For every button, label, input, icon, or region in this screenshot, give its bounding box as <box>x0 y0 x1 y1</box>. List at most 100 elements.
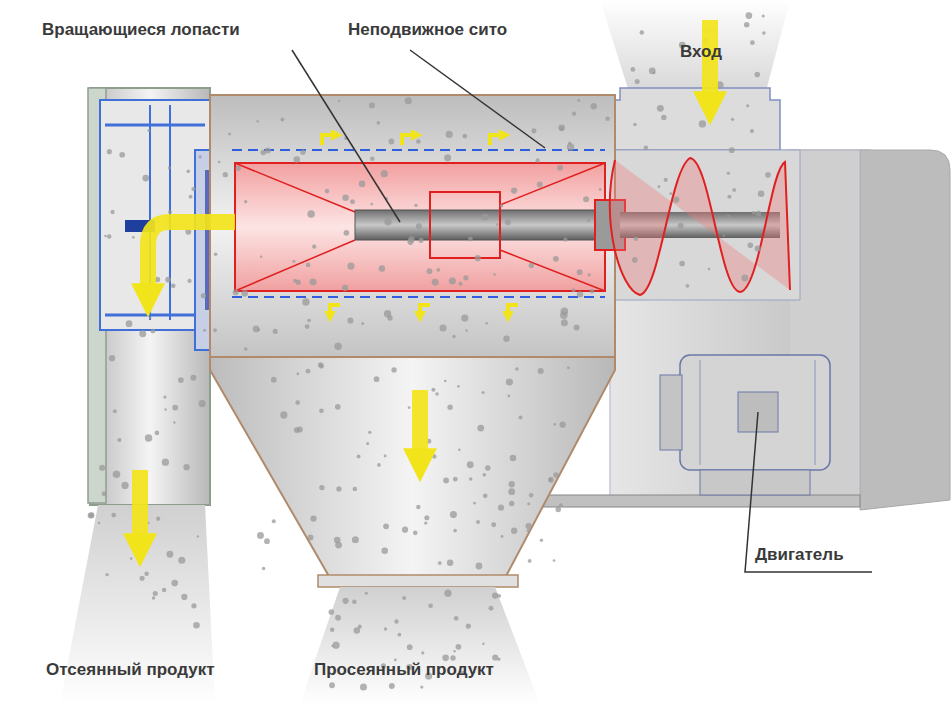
particle <box>590 289 595 294</box>
particle <box>264 538 270 544</box>
particle <box>450 511 457 518</box>
particle <box>98 522 101 525</box>
particle <box>381 547 388 554</box>
particle <box>453 529 457 533</box>
particle <box>104 235 107 238</box>
particle <box>352 599 357 604</box>
particle <box>745 12 752 19</box>
particle <box>383 523 389 529</box>
particle <box>699 120 706 127</box>
particle <box>168 166 171 169</box>
particle <box>505 219 511 225</box>
particle <box>599 188 602 191</box>
particle <box>497 594 501 598</box>
particle <box>428 604 433 609</box>
particle <box>444 380 447 383</box>
particle <box>414 204 417 207</box>
particle <box>168 210 172 214</box>
particle <box>424 521 427 524</box>
particle <box>527 529 530 532</box>
particle <box>88 512 94 518</box>
particle <box>432 454 436 458</box>
particle <box>107 234 112 239</box>
particle <box>509 481 515 487</box>
particle <box>509 501 514 506</box>
hopper-flange <box>318 575 518 587</box>
particle <box>292 260 295 263</box>
particle <box>203 329 206 332</box>
particle <box>634 236 639 241</box>
particle <box>374 376 380 382</box>
particle <box>461 314 468 321</box>
particle <box>389 683 395 689</box>
particle <box>741 275 748 282</box>
particle <box>633 123 636 126</box>
particle <box>762 31 766 35</box>
particle <box>233 289 239 295</box>
particle <box>144 572 148 576</box>
particle <box>591 103 597 109</box>
particle <box>729 147 735 153</box>
particle <box>166 551 173 558</box>
particle <box>508 488 515 495</box>
particle <box>332 642 339 649</box>
particle <box>453 477 458 482</box>
particle <box>447 405 452 410</box>
particle <box>572 288 576 292</box>
particle <box>352 536 359 543</box>
particle <box>750 129 754 133</box>
particle <box>244 347 248 351</box>
particle <box>293 279 297 283</box>
particle <box>503 336 509 342</box>
part-label: Отсеянный продукт <box>46 660 214 680</box>
particle <box>307 210 315 218</box>
particle <box>482 643 484 645</box>
particle <box>310 515 316 521</box>
particle <box>308 535 314 541</box>
particle <box>649 67 656 74</box>
particle <box>405 97 412 104</box>
particle <box>515 367 519 371</box>
particle <box>353 487 358 492</box>
particle <box>271 377 277 383</box>
particle <box>241 290 248 297</box>
particle <box>156 517 160 521</box>
particle <box>525 523 531 529</box>
particle <box>187 279 191 283</box>
particle <box>306 369 311 374</box>
particle <box>555 507 561 513</box>
screw-feeder <box>610 158 790 295</box>
particle <box>113 409 117 413</box>
particle <box>492 654 498 660</box>
particle <box>331 645 333 647</box>
particle <box>381 170 388 177</box>
particle <box>744 22 750 28</box>
particle <box>162 459 169 466</box>
particle <box>491 522 496 527</box>
particle <box>280 411 287 418</box>
particle <box>191 187 195 191</box>
particle <box>189 195 193 199</box>
particle <box>389 139 395 145</box>
particle <box>518 416 522 420</box>
particle <box>105 573 108 576</box>
particle <box>673 197 679 203</box>
particle <box>153 591 158 596</box>
particle <box>113 470 121 478</box>
particle <box>347 263 354 270</box>
particle <box>465 329 468 332</box>
particle <box>370 203 373 206</box>
particles <box>88 12 771 690</box>
particle <box>752 211 755 214</box>
particle <box>387 315 392 320</box>
particle <box>630 67 635 72</box>
particle <box>632 257 638 263</box>
leader-lines <box>292 50 872 572</box>
particle <box>391 367 396 372</box>
particle <box>758 190 765 197</box>
particle <box>191 603 196 608</box>
particle <box>558 124 565 131</box>
particle <box>342 598 348 604</box>
particle <box>475 255 481 261</box>
particle <box>360 683 367 690</box>
